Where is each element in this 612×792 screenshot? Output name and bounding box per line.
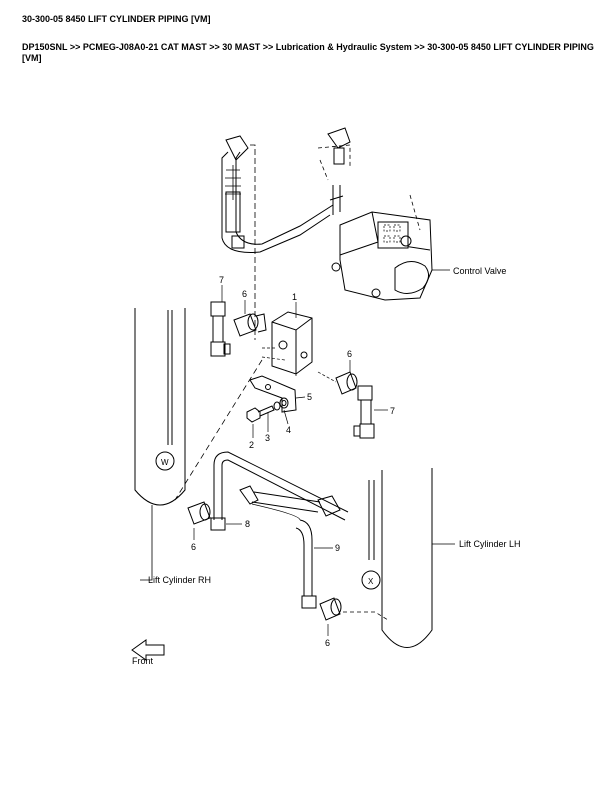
- marker-w-circle: [155, 451, 175, 471]
- part-6-fitting-lower-right: [319, 597, 389, 636]
- upper-hose: [221, 127, 351, 340]
- marker-w-label: W: [161, 458, 169, 467]
- callout-2: 2: [249, 440, 254, 450]
- part-4-washer: [279, 397, 289, 425]
- part-7-tube-left: [210, 285, 231, 357]
- part-1-block: [261, 302, 313, 375]
- callout-8: 8: [245, 519, 250, 529]
- part-2-bolt: [246, 405, 275, 438]
- label-control-valve: Control Valve: [453, 266, 506, 276]
- callout-6-upper-left: 6: [242, 289, 247, 299]
- callout-7-right: 7: [390, 406, 395, 416]
- callout-6-right: 6: [347, 349, 352, 359]
- callout-6-lower-right: 6: [325, 638, 330, 648]
- callout-7-left: 7: [219, 275, 224, 285]
- front-arrow-icon: [131, 639, 165, 661]
- control-valve: [317, 144, 450, 301]
- part-3-washer: [267, 401, 281, 432]
- part-5-bracket: [249, 366, 306, 413]
- callout-3: 3: [265, 433, 270, 443]
- callout-9: 9: [335, 543, 340, 553]
- part-6-fitting-lower-left: [187, 501, 211, 540]
- callout-1: 1: [292, 292, 297, 302]
- lift-cylinder-rh: [134, 308, 186, 581]
- part-9-hose: [239, 485, 341, 609]
- callout-6-lower-left: 6: [191, 542, 196, 552]
- label-lift-cylinder-lh: Lift Cylinder LH: [459, 539, 521, 549]
- label-lift-cylinder-rh: Lift Cylinder RH: [148, 575, 211, 585]
- part-7-tube-right: [353, 385, 388, 439]
- part-8-elbow-tube: [210, 451, 349, 531]
- lift-cylinder-lh: [361, 468, 455, 648]
- breadcrumb[interactable]: DP150SNL >> PCMEG-J08A0-21 CAT MAST >> 3…: [22, 42, 594, 63]
- callout-5: 5: [307, 392, 312, 402]
- page-title: 30-300-05 8450 LIFT CYLINDER PIPING [VM]: [22, 14, 211, 24]
- marker-x-label: X: [368, 577, 374, 586]
- label-front: Front: [132, 656, 154, 666]
- marker-x-circle: [361, 570, 381, 590]
- part-6-fitting-right: [317, 360, 358, 395]
- part-6-fitting-upper-left: [233, 300, 267, 337]
- callout-4: 4: [286, 425, 291, 435]
